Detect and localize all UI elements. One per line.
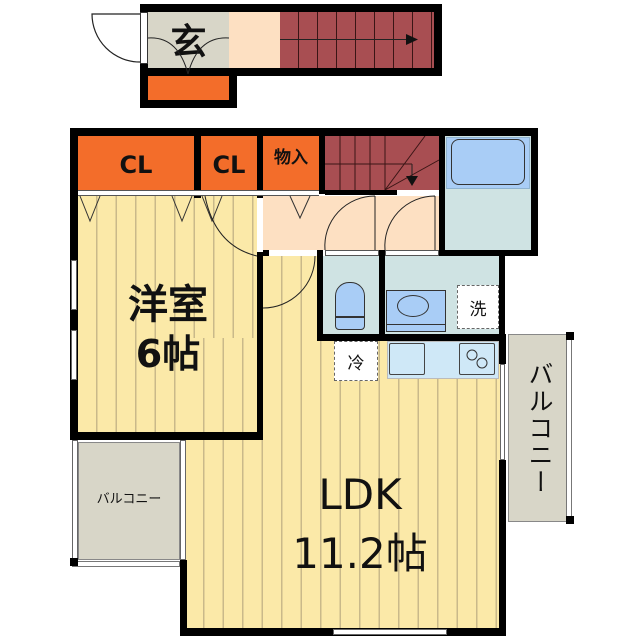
toilet-door-swing[interactable] bbox=[324, 195, 385, 256]
closet-2-door-swing[interactable] bbox=[204, 195, 265, 266]
closet-1[interactable] bbox=[78, 136, 194, 190]
balcony-right-label: バルコニー bbox=[525, 360, 554, 496]
washbasin-bowl bbox=[397, 295, 429, 317]
ldk-label-1: LDK bbox=[318, 469, 402, 519]
entrance-hall bbox=[229, 12, 280, 68]
closet-door-marks bbox=[79, 195, 311, 223]
balcony-left[interactable] bbox=[78, 442, 180, 560]
entrance-inner-door-icon bbox=[147, 37, 230, 75]
toilet bbox=[335, 282, 365, 330]
staircase-lines bbox=[325, 135, 440, 191]
balcony-left-rail bbox=[72, 561, 180, 567]
stair-midline bbox=[280, 39, 414, 40]
washer-space[interactable] bbox=[457, 285, 499, 329]
closet-1-label: CL bbox=[119, 151, 153, 179]
balcony-right[interactable] bbox=[508, 334, 570, 522]
western-room-label-2: 6帖 bbox=[135, 331, 201, 376]
stove bbox=[459, 343, 495, 375]
entrance-floor bbox=[148, 12, 229, 68]
entrance-label: 玄 bbox=[170, 22, 207, 63]
stair-arrow-icon bbox=[406, 176, 418, 186]
fridge-label: 冷 bbox=[347, 353, 365, 374]
ldk[interactable] bbox=[185, 338, 503, 628]
bathtub-inner bbox=[451, 139, 525, 185]
shoe-closet[interactable] bbox=[148, 76, 229, 100]
staircase-main[interactable] bbox=[325, 136, 439, 190]
stove-burners-icon bbox=[466, 349, 488, 369]
washroom-door-swing[interactable] bbox=[384, 195, 445, 256]
balcony-right-rail bbox=[566, 334, 572, 522]
western-room-label-1: 洋室 bbox=[128, 282, 208, 328]
kitchen-sink bbox=[389, 343, 425, 375]
entrance-door-gap bbox=[140, 12, 148, 64]
hallway bbox=[263, 196, 439, 250]
storage[interactable] bbox=[263, 136, 319, 190]
closet-2-label: CL bbox=[212, 151, 246, 179]
entrance-door-swing[interactable] bbox=[90, 12, 150, 72]
bathtub bbox=[446, 137, 530, 189]
kitchen-counter bbox=[387, 341, 499, 379]
closet-2[interactable] bbox=[201, 136, 257, 190]
washer-label: 洗 bbox=[469, 299, 487, 320]
western-room-door-swing[interactable] bbox=[262, 255, 323, 316]
stair-direction-arrow-icon bbox=[406, 34, 418, 45]
staircase-top[interactable] bbox=[280, 12, 434, 68]
toilet-seat-line bbox=[335, 316, 365, 318]
washbasin-divider bbox=[386, 324, 446, 325]
storage-label: 物入 bbox=[274, 147, 308, 168]
balcony-left-label: バルコニー bbox=[96, 491, 162, 507]
fridge-space[interactable] bbox=[334, 341, 378, 381]
ldk-label-2: 11.2帖 bbox=[292, 528, 428, 578]
